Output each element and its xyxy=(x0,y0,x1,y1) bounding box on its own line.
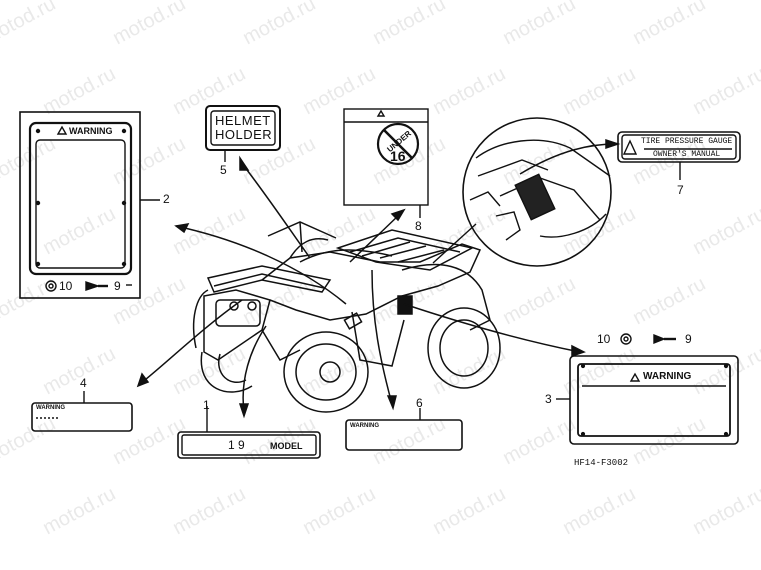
label-7-tire-pressure xyxy=(617,131,741,163)
label-5-helmet-holder xyxy=(205,105,281,151)
pointer-arrows xyxy=(136,138,621,419)
atv-illustration xyxy=(192,221,501,413)
figure-code: HF14-F3002 xyxy=(574,458,629,468)
owners-manual-text: OWNER'S MANUAL xyxy=(653,150,721,159)
callout-2: 2 xyxy=(163,192,170,206)
callout-3: 3 xyxy=(545,392,552,406)
label-4-warning-strip xyxy=(31,402,133,432)
callout-10-left: 10 xyxy=(59,279,73,293)
callout-9-right: 9 xyxy=(685,332,692,346)
callout-4: 4 xyxy=(80,376,87,390)
detail-circle xyxy=(462,117,612,267)
label-3-warning-plate xyxy=(569,333,739,445)
callout-8: 8 xyxy=(415,219,422,233)
tire-pressure-text: TIRE PRESSURE GAUGE xyxy=(641,137,733,146)
callout-9-left: 9 xyxy=(114,279,121,293)
label-6-warning-strip xyxy=(345,419,463,451)
callout-6: 6 xyxy=(416,396,423,410)
age-number: 16 xyxy=(390,148,406,164)
warning-text-label-2: WARNING xyxy=(69,126,113,136)
warning-text-label-6: WARNING xyxy=(350,423,379,429)
callout-1: 1 xyxy=(203,398,210,412)
callout-10-right: 10 xyxy=(597,332,611,346)
label-8-age-warning-panel xyxy=(343,108,429,206)
label-2-warning-panel xyxy=(19,111,141,299)
warning-text-label-4: WARNING xyxy=(36,405,65,411)
callout-7: 7 xyxy=(677,183,684,197)
warning-text-label-3: WARNING xyxy=(643,371,692,382)
helmet-text-line2: HOLDER xyxy=(215,127,273,142)
model-word-text: MODEL xyxy=(270,441,303,451)
model-number-text: 1 9 xyxy=(228,438,245,452)
label-1-model-plate xyxy=(177,431,321,459)
detail-leader xyxy=(432,223,477,264)
callout-5: 5 xyxy=(220,163,227,177)
helmet-text-line1: HELMET xyxy=(215,113,271,128)
